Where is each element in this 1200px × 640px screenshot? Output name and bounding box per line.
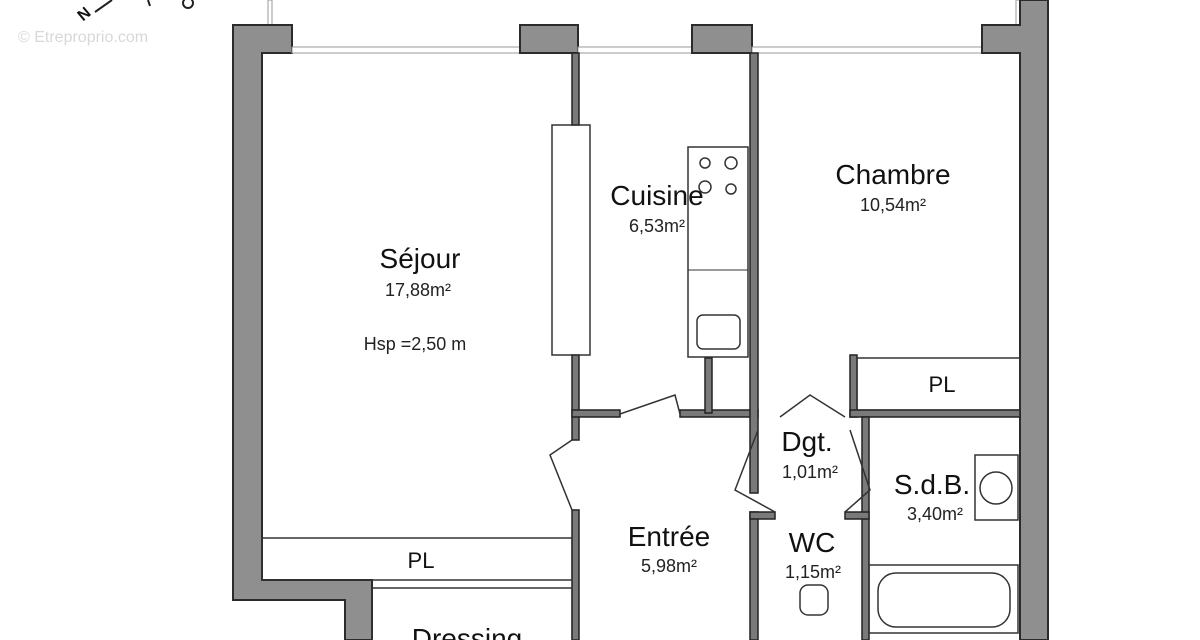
room-name-sdb: S.d.B. [894, 469, 970, 500]
room-name-dressing: Dressing [412, 623, 522, 640]
room-area-cuisine: 6,53m² [629, 216, 685, 236]
watermark: © Etreproprio.com [18, 29, 148, 46]
room-area-chambre: 10,54m² [860, 195, 926, 215]
room-name-entree: Entrée [628, 521, 711, 552]
closet-label-chambre: PL [929, 372, 956, 397]
room-name-sejour: Séjour [380, 243, 461, 274]
compass-label: N [75, 4, 95, 24]
outer-walls [232, 0, 1049, 640]
room-area-sdb: 3,40m² [907, 504, 963, 524]
room-area-dgt: 1,01m² [782, 462, 838, 482]
room-area-entree: 5,98m² [641, 556, 697, 576]
room-area-wc: 1,15m² [785, 562, 841, 582]
room-name-cuisine: Cuisine [610, 180, 703, 211]
closet-label-sejour: PL [408, 548, 435, 573]
room-name-dgt: Dgt. [781, 426, 832, 457]
room-name-chambre: Chambre [835, 159, 950, 190]
ceiling-height: Hsp =2,50 m [364, 334, 467, 354]
compass-icon: N [75, 0, 194, 25]
room-area-sejour: 17,88m² [385, 280, 451, 300]
room-name-wc: WC [789, 527, 836, 558]
interior-walls [261, 52, 1021, 640]
